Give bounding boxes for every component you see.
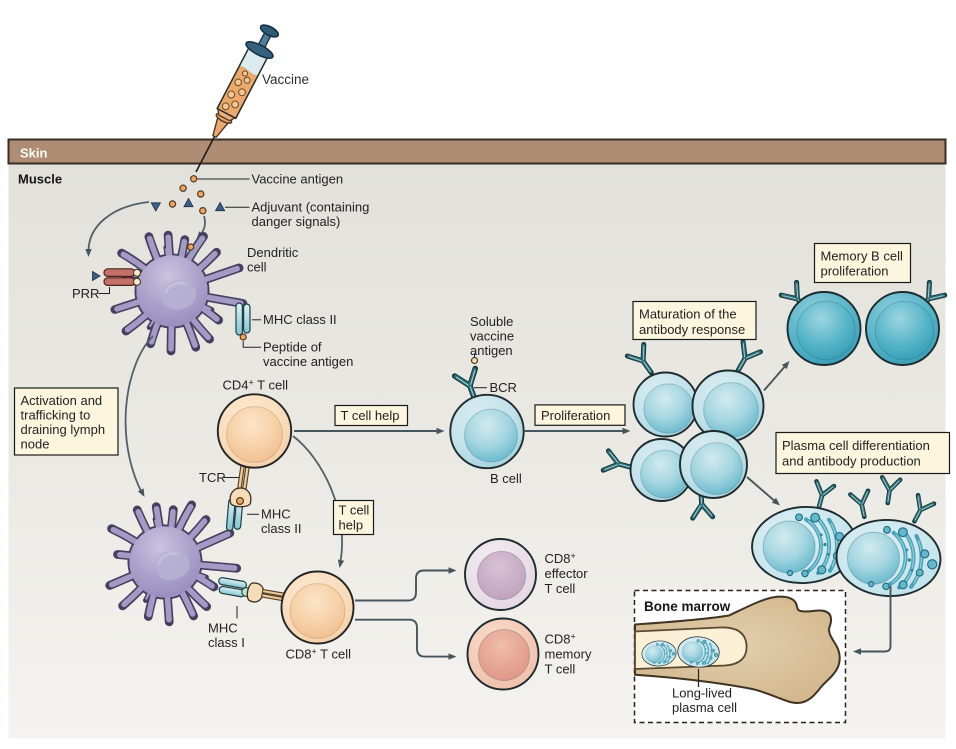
svg-text:Vaccine antigen: Vaccine antigen xyxy=(252,172,344,187)
svg-text:class II: class II xyxy=(261,521,301,536)
svg-text:CD4+ T cell: CD4+ T cell xyxy=(223,378,289,393)
svg-text:Activation and: Activation and xyxy=(21,393,103,408)
svg-text:CD8+: CD8+ xyxy=(545,632,576,647)
svg-text:CD8+: CD8+ xyxy=(545,551,576,566)
svg-text:trafficking to: trafficking to xyxy=(21,408,91,423)
svg-text:Peptide of: Peptide of xyxy=(263,339,322,354)
svg-text:plasma cell: plasma cell xyxy=(672,700,737,715)
svg-text:T cell: T cell xyxy=(545,581,576,596)
svg-text:cell: cell xyxy=(247,260,267,275)
svg-text:antigen: antigen xyxy=(470,343,513,358)
svg-text:Dendritic: Dendritic xyxy=(247,245,299,260)
svg-text:Proliferation: Proliferation xyxy=(541,408,610,423)
svg-text:MHC: MHC xyxy=(261,507,291,522)
svg-text:PRR: PRR xyxy=(72,286,99,301)
svg-text:node: node xyxy=(21,437,50,452)
svg-text:Memory B cell: Memory B cell xyxy=(821,249,903,264)
svg-text:CD8+ T cell: CD8+ T cell xyxy=(286,647,352,662)
svg-text:Long-lived: Long-lived xyxy=(672,686,732,701)
svg-text:Muscle: Muscle xyxy=(18,172,62,187)
svg-text:and antibody production: and antibody production xyxy=(782,454,921,469)
svg-text:Skin: Skin xyxy=(20,146,48,161)
svg-text:Vaccine: Vaccine xyxy=(262,72,309,87)
svg-text:vaccine antigen: vaccine antigen xyxy=(263,354,353,369)
svg-text:Maturation of the: Maturation of the xyxy=(639,307,737,322)
svg-text:vaccine: vaccine xyxy=(470,329,514,344)
svg-text:BCR: BCR xyxy=(490,380,517,395)
svg-text:T cell: T cell xyxy=(545,662,576,677)
svg-text:MHC class II: MHC class II xyxy=(263,312,337,327)
svg-text:danger signals): danger signals) xyxy=(252,214,341,229)
svg-text:T cell help: T cell help xyxy=(341,408,400,423)
svg-text:Adjuvant (containing: Adjuvant (containing xyxy=(252,200,370,215)
svg-text:antibody response: antibody response xyxy=(639,322,745,337)
svg-text:B cell: B cell xyxy=(490,471,522,486)
svg-text:T cell: T cell xyxy=(339,503,370,518)
svg-text:proliferation: proliferation xyxy=(821,264,889,279)
svg-text:help: help xyxy=(339,518,364,533)
svg-text:Soluble: Soluble xyxy=(470,314,513,329)
svg-text:Bone marrow: Bone marrow xyxy=(644,599,731,614)
svg-text:draining lymph: draining lymph xyxy=(21,422,106,437)
svg-text:memory: memory xyxy=(545,647,592,662)
svg-text:MHC: MHC xyxy=(208,621,238,636)
svg-text:Plasma cell differentiation: Plasma cell differentiation xyxy=(782,438,930,453)
svg-text:class I: class I xyxy=(208,635,245,650)
svg-text:effector: effector xyxy=(545,566,589,581)
svg-text:TCR: TCR xyxy=(199,470,226,485)
